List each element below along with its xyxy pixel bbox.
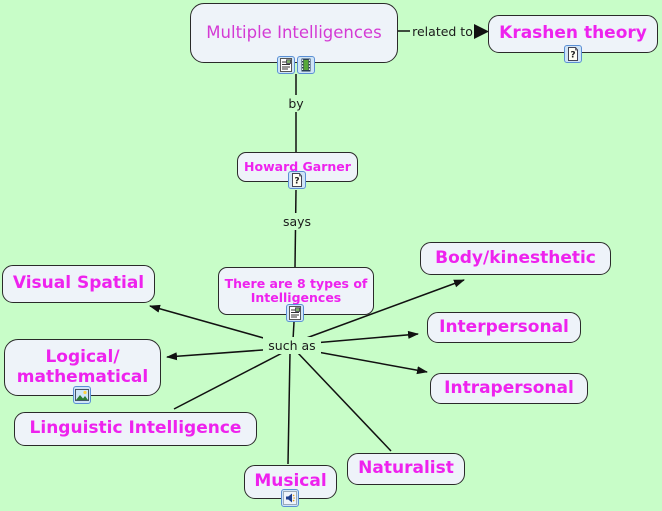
node-label: Multiple Intelligences — [206, 22, 382, 42]
document-image-icon[interactable] — [277, 56, 295, 74]
link-label-by[interactable]: by — [283, 95, 309, 112]
link-label-such-as[interactable]: such as — [263, 337, 321, 354]
node-label-line2: mathematical — [16, 366, 149, 387]
svg-text:?: ? — [570, 51, 575, 61]
node-label-line2: Intelligences — [250, 290, 342, 305]
concept-node-visual-spatial[interactable]: Visual Spatial — [2, 265, 155, 303]
related-to-arrowhead — [474, 24, 489, 39]
concept-node-naturalist[interactable]: Naturalist — [347, 453, 465, 485]
node-label: Linguistic Intelligence — [29, 418, 242, 439]
audio-icon[interactable] — [281, 489, 299, 507]
picture-icon[interactable] — [73, 386, 91, 404]
link-label-says[interactable]: says — [277, 213, 317, 230]
node-label: Interpersonal — [439, 316, 569, 337]
concept-node-multiple-intelligences[interactable]: Multiple Intelligences — [190, 3, 398, 63]
concept-node-linguistic-intelligence[interactable]: Linguistic Intelligence — [14, 412, 257, 446]
node-label: Howard Garner — [244, 158, 351, 174]
document-image-icon[interactable] — [286, 304, 304, 322]
node-label: Krashen theory — [499, 23, 647, 44]
node-label: Musical — [254, 471, 327, 492]
video-icon[interactable] — [297, 56, 315, 74]
link-label-related-to[interactable]: related to — [412, 24, 473, 39]
node-label: Naturalist — [358, 458, 454, 479]
concept-node-interpersonal[interactable]: Interpersonal — [427, 312, 581, 343]
node-label: Body/kinesthetic — [435, 247, 596, 268]
svg-text:?: ? — [294, 177, 299, 187]
concept-node-body-kinesthetic[interactable]: Body/kinesthetic — [420, 242, 611, 275]
node-label: Visual Spatial — [12, 273, 145, 294]
node-label-line1: Logical/ — [45, 346, 120, 367]
node-label-line1: There are 8 types of — [224, 275, 368, 291]
question-document-icon[interactable]: ? — [564, 45, 582, 63]
concept-node-logical-mathematical[interactable]: Logical/ mathematical — [4, 339, 161, 396]
concept-node-intrapersonal[interactable]: Intrapersonal — [430, 373, 588, 404]
question-document-icon[interactable]: ? — [288, 171, 306, 189]
node-label: Intrapersonal — [444, 377, 574, 398]
